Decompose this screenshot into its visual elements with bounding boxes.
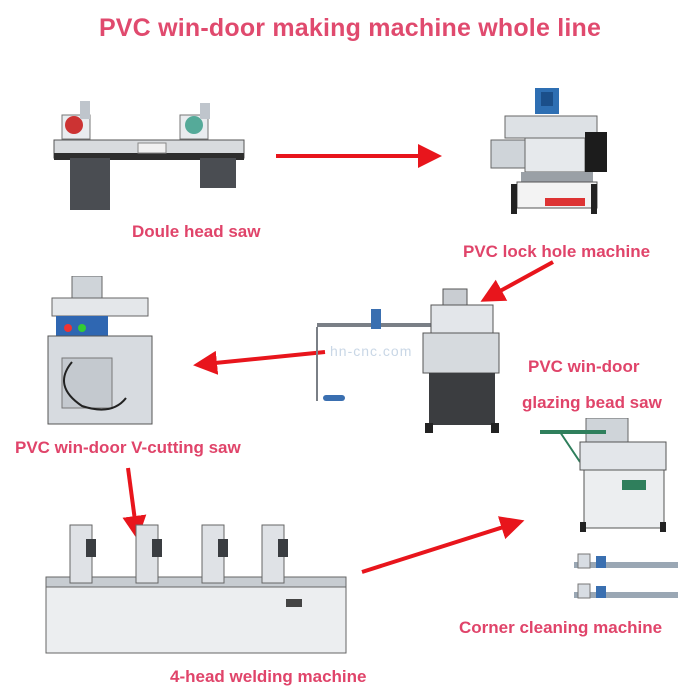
- v-cutting-saw-label: PVC win-door V-cutting saw: [15, 438, 241, 457]
- glazing-bead-saw-image: [316, 288, 500, 433]
- lock-hole-machine-image: [490, 88, 607, 214]
- lock-hole-machine-label: PVC lock hole machine: [463, 242, 651, 261]
- arrow-glazing-to-vcut: [193, 350, 326, 375]
- watermark: hn-cnc.com: [330, 343, 413, 359]
- double-head-saw-image: [53, 101, 245, 210]
- welding-machine-image: [45, 524, 347, 654]
- double-head-saw-label: Doule head saw: [132, 222, 261, 241]
- corner-cleaning-machine-label: Corner cleaning machine: [459, 618, 663, 637]
- arrow-welding-to-corner: [361, 516, 525, 574]
- arrow-lockhole-to-glazing: [480, 260, 554, 302]
- glazing-bead-saw-label-line2: glazing bead saw: [522, 393, 662, 412]
- welding-machine-label: 4-head welding machine: [170, 667, 367, 686]
- arrow-vcut-to-welding: [122, 467, 147, 540]
- glazing-bead-saw-label-line1: PVC win-door: [528, 357, 640, 376]
- page-title: PVC win-door making machine whole line: [98, 14, 602, 42]
- v-cutting-saw-image: [47, 276, 153, 425]
- corner-cleaning-machine-image: [540, 418, 678, 599]
